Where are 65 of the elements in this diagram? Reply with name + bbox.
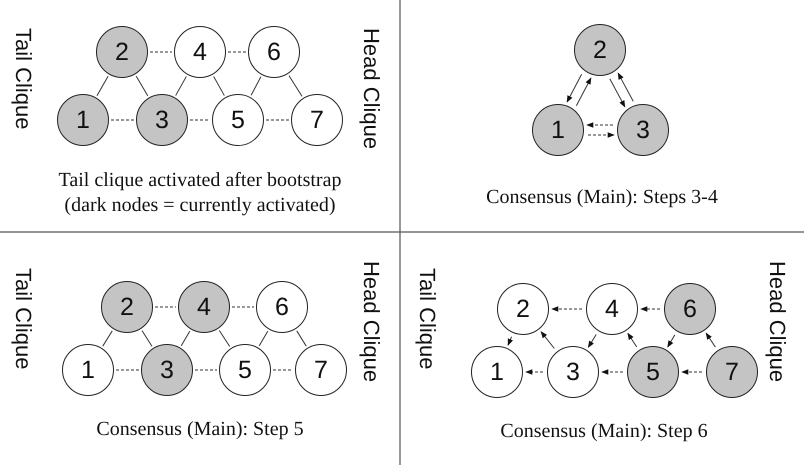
connector-line (296, 330, 307, 347)
connector-line (136, 76, 148, 96)
node-circle: 7 (291, 94, 343, 146)
node-circle: 6 (256, 281, 308, 333)
arrow (588, 132, 615, 138)
node-circle: 2 (497, 283, 549, 335)
node-circle: 7 (295, 344, 347, 396)
arrow (566, 74, 582, 103)
connector-line (213, 76, 225, 96)
node-circle: 4 (174, 26, 226, 78)
connector-line (154, 306, 176, 308)
connector-line (232, 306, 254, 308)
panel-caption: Consensus (Main): Steps 3-4 (485, 185, 719, 210)
arrow (627, 332, 638, 348)
node-circle: 5 (219, 344, 271, 396)
arrow (601, 369, 624, 375)
arrow (667, 334, 676, 348)
connector-line (102, 330, 113, 347)
arrow (640, 306, 660, 312)
node-circle: 1 (471, 346, 523, 398)
node-circle: 5 (627, 346, 679, 398)
side-label: Head Clique (358, 28, 384, 150)
arrow (588, 334, 597, 348)
connector-line (96, 76, 109, 96)
node-circle: 3 (617, 104, 669, 156)
arrow (540, 331, 555, 349)
node-circle: 1 (57, 94, 109, 146)
arrow (508, 336, 514, 346)
node-circle: 6 (248, 26, 300, 78)
side-label: Tail Clique (414, 268, 440, 370)
panel-caption: Consensus (Main): Step 6 (499, 419, 709, 444)
arrow (576, 77, 592, 106)
connector-line (142, 330, 152, 347)
node-circle: 7 (706, 346, 758, 398)
node-circle: 3 (141, 344, 193, 396)
panel-caption: Consensus (Main): Step 5 (95, 417, 305, 442)
node-circle: 6 (664, 283, 716, 335)
connector-line (180, 330, 190, 346)
arrow (586, 122, 614, 128)
arrow (525, 369, 544, 375)
side-label: Head Clique (764, 261, 790, 382)
connector-line (175, 76, 187, 96)
side-label: Tail Clique (10, 28, 36, 130)
connector-line (250, 76, 262, 96)
arrow (681, 369, 702, 375)
connector-line (218, 330, 230, 348)
connector-line (258, 330, 268, 346)
node-circle: 1 (532, 104, 584, 156)
node-circle: 1 (62, 344, 114, 396)
node-circle: 4 (586, 283, 638, 335)
arrow (618, 72, 634, 102)
node-circle: 2 (574, 24, 626, 76)
node-circle: 3 (136, 94, 188, 146)
node-circle: 2 (101, 281, 153, 333)
arrow (551, 306, 582, 312)
panel-caption: Tail clique activated after bootstrap (dark nodes = currently activated) (58, 168, 342, 218)
node-circle: 2 (96, 26, 148, 78)
arrow (706, 332, 716, 348)
node-circle: 5 (212, 94, 264, 146)
side-label: Tail Clique (10, 268, 36, 370)
side-label: Head Clique (358, 261, 384, 382)
connector-line (288, 75, 303, 97)
node-circle: 3 (547, 346, 599, 398)
node-circle: 4 (178, 281, 230, 333)
arrow (609, 78, 626, 108)
